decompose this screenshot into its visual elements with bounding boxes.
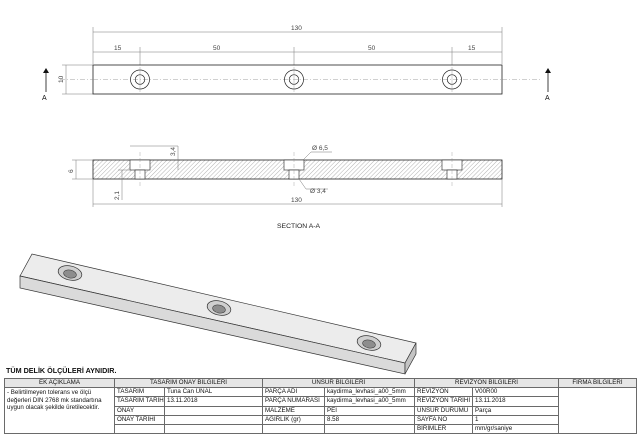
- hole-2: [284, 67, 304, 92]
- tb-value: [323, 423, 416, 435]
- tb-value: 13.11.2018: [472, 396, 560, 407]
- section-hole-3: [441, 152, 463, 186]
- tb-value: [164, 405, 263, 416]
- tb-label: MALZEME: [262, 405, 325, 416]
- svg-text:A: A: [545, 95, 550, 102]
- tb-value: mm/gr/saniye: [472, 423, 560, 435]
- tb-value: V00R00: [472, 387, 560, 398]
- section-marker-right: A: [545, 68, 551, 102]
- header-firma-bilgileri: FİRMA BİLGİLERİ: [558, 377, 638, 389]
- iso-front-face: [19, 275, 406, 375]
- counterbore-depth-dim: 3,4: [170, 147, 177, 156]
- spacing-dim-4: 15: [468, 45, 476, 52]
- iso-hole-1: [57, 265, 83, 281]
- firma-bilgileri-cell: [558, 387, 638, 435]
- section-hole-2: [283, 152, 305, 186]
- counterbore-diameter-dim: Ø 6,5: [312, 145, 328, 152]
- hole-3: [442, 67, 462, 92]
- tb-value: Parça: [472, 405, 560, 416]
- isometric-view: [19, 253, 417, 375]
- tb-label: ONAY: [114, 405, 165, 416]
- header-ek-aciklama: EK AÇIKLAMA: [4, 377, 115, 389]
- spacing-dim-2: 50: [213, 45, 221, 52]
- section-length-dim: 130: [291, 197, 302, 204]
- thickness-dim: 6: [68, 169, 75, 173]
- tb-value: [164, 414, 263, 425]
- spacing-dim-1: 15: [114, 45, 122, 52]
- header-revizyon-bilgileri: REVİZYON BİLGİLERİ: [414, 377, 560, 389]
- spacing-dim-3: 50: [368, 45, 376, 52]
- section-view: 6 3,4 Ø 6,5 Ø 3,4 2,1 130 SECTION A-A: [68, 145, 503, 230]
- iso-hole-3: [356, 335, 382, 351]
- tb-label: BİRİMLER: [414, 423, 474, 435]
- tb-value: Tuna Can ÜNAL: [164, 387, 263, 398]
- tb-value: 8.58: [323, 414, 416, 425]
- tb-label: UNSUR DURUMU: [414, 405, 474, 416]
- section-label: SECTION A-A: [277, 223, 321, 230]
- height-dim: 10: [58, 75, 65, 83]
- tb-value: 1: [472, 414, 560, 425]
- header-unsur-bilgileri: UNSUR BİLGİLERİ: [261, 377, 416, 389]
- hole-diameter-dim: Ø 3,4: [310, 188, 326, 195]
- tb-value: kaydirma_levhasi_a00_5mm: [323, 396, 416, 407]
- tb-label: AĞIRLIK (gr): [262, 414, 325, 425]
- tb-label: REVİZYON: [414, 387, 474, 398]
- tb-value: [164, 423, 263, 435]
- header-onay-bilgileri: TASARIM ONAY BİLGİLERİ: [114, 377, 263, 389]
- svg-text:A: A: [42, 95, 47, 102]
- top-view: 130 15 50 50 15 10: [42, 25, 551, 102]
- tb-label: SAYFA NO: [414, 414, 474, 425]
- section-hole-1: [129, 152, 151, 186]
- title-block: EK AÇIKLAMA TASARIM ONAY BİLGİLERİ UNSUR…: [4, 377, 638, 435]
- tb-label: PARÇA NUMARASI: [262, 396, 325, 407]
- section-marker-left: A: [42, 68, 49, 102]
- tb-label: TASARIM TARİHİ: [114, 396, 165, 407]
- tb-label: [114, 423, 165, 435]
- iso-hole-2: [206, 300, 232, 316]
- tb-label: [262, 423, 325, 435]
- description-text: - Belirtilmeyen tolerans ve ölçü değerle…: [4, 387, 115, 435]
- overall-length-dim: 130: [291, 25, 302, 32]
- hole-1: [130, 67, 150, 92]
- bottom-dim: 2,1: [114, 191, 121, 200]
- iso-end-face: [404, 342, 417, 375]
- tb-value: kaydirma_levhasi_a00_5mm: [323, 387, 416, 398]
- tb-label: ONAY TARİHİ: [114, 414, 165, 425]
- tb-label: REVİZYON TARİHİ: [414, 396, 474, 407]
- tb-label: TASARIM: [114, 387, 165, 398]
- note-all-holes-same: TÜM DELİK ÖLÇÜLERİ AYNIDIR.: [6, 366, 117, 375]
- tb-value: PEI: [323, 405, 416, 416]
- tb-label: PARÇA ADI: [262, 387, 325, 398]
- tb-value: 13.11.2018: [164, 396, 263, 407]
